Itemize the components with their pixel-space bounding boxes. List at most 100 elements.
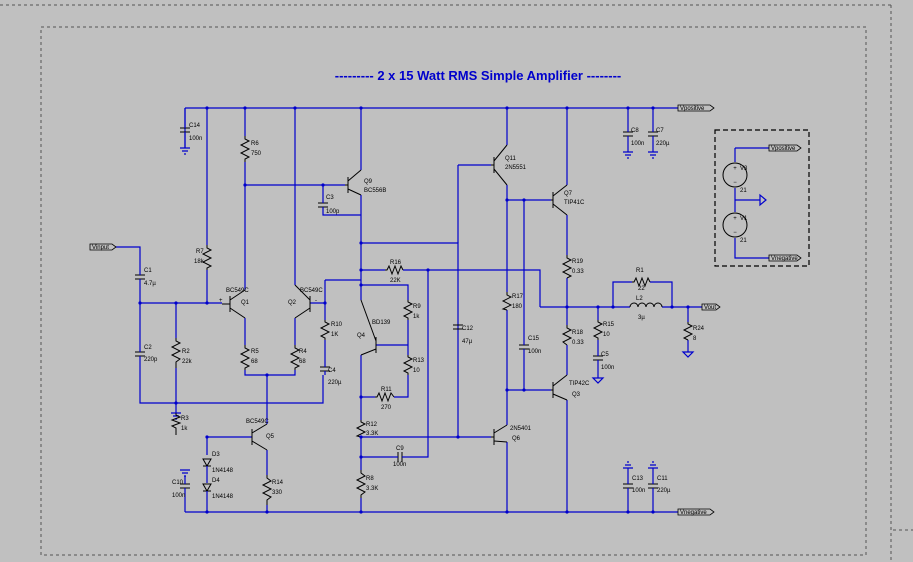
svg-text:220p: 220p (144, 357, 158, 363)
q6-symbol (491, 424, 508, 445)
svg-text:BD139: BD139 (372, 320, 391, 326)
svg-text:C7: C7 (656, 128, 664, 134)
svg-text:4.7µ: 4.7µ (144, 281, 156, 287)
r9-symbol (402, 300, 414, 320)
supply-vpositive-flag: Vpositive (771, 146, 796, 152)
svg-text:C2: C2 (144, 345, 152, 351)
svg-text:R24: R24 (693, 326, 705, 332)
vnegative-flag: Vnegative (680, 510, 707, 516)
r19-symbol (561, 255, 573, 279)
svg-text:3.3K: 3.3K (366, 486, 378, 492)
svg-text:R8: R8 (366, 476, 374, 482)
svg-text:C9: C9 (396, 446, 404, 452)
svg-text:180: 180 (512, 304, 523, 310)
svg-text:BC549C: BC549C (300, 288, 323, 294)
l2-symbol (629, 302, 663, 308)
svg-text:R3: R3 (181, 416, 189, 422)
svg-text:2N5551: 2N5551 (505, 165, 527, 171)
svg-text:Q3: Q3 (572, 392, 581, 398)
c9-symbol (393, 452, 410, 462)
r8-symbol (355, 470, 367, 498)
vpositive-flag: Vpositive (680, 106, 705, 112)
svg-text:1k: 1k (413, 314, 420, 320)
r5-symbol (239, 345, 251, 370)
svg-text:BC556B: BC556B (364, 188, 386, 194)
svg-text:R13: R13 (413, 358, 425, 364)
svg-text:−: − (733, 230, 737, 236)
q7-symbol (551, 184, 568, 216)
svg-text:C3: C3 (326, 195, 334, 201)
svg-text:2N5401: 2N5401 (510, 426, 532, 432)
svg-text:Q4: Q4 (357, 333, 366, 339)
svg-text:R11: R11 (381, 387, 392, 393)
svg-text:8: 8 (693, 336, 697, 342)
q2-symbol (294, 284, 311, 319)
r10-symbol (319, 320, 331, 340)
svg-text:D3: D3 (212, 452, 220, 458)
svg-text:R9: R9 (413, 304, 421, 310)
q3-symbol (551, 374, 568, 401)
svg-text:C4: C4 (328, 368, 336, 374)
r16-symbol (385, 264, 404, 276)
r13-symbol (402, 355, 414, 375)
v1-symbol: +− (722, 212, 748, 238)
svg-text:R6: R6 (251, 141, 259, 147)
svg-text:C14: C14 (189, 123, 201, 129)
svg-text:R14: R14 (272, 480, 284, 486)
c14-symbol (180, 108, 190, 148)
svg-text:R4: R4 (299, 349, 307, 355)
c10-symbol (180, 476, 190, 497)
r11-symbol (375, 391, 395, 403)
svg-text:100n: 100n (189, 136, 202, 142)
svg-text:R18: R18 (572, 330, 584, 336)
svg-text:+: + (219, 298, 223, 304)
c1-symbol (135, 262, 145, 292)
r7-symbol (201, 245, 213, 270)
svg-text:220µ: 220µ (656, 141, 670, 147)
svg-text:1N4148: 1N4148 (212, 468, 234, 474)
svg-text:68: 68 (251, 359, 258, 365)
svg-text:68: 68 (299, 359, 306, 365)
svg-text:Q2: Q2 (288, 300, 297, 306)
svg-text:V3: V3 (740, 166, 748, 172)
r12-symbol (355, 420, 367, 438)
r14-symbol (261, 475, 273, 505)
svg-text:100p: 100p (326, 209, 340, 215)
svg-text:100n: 100n (528, 349, 541, 355)
svg-text:220µ: 220µ (328, 380, 342, 386)
svg-text:0.33: 0.33 (572, 340, 584, 346)
svg-text:220µ: 220µ (657, 488, 671, 494)
wires (113, 107, 769, 513)
svg-text:Q5: Q5 (266, 434, 275, 440)
page-title: --------- 2 x 15 Watt RMS Simple Amplifi… (335, 68, 621, 83)
svg-text:100n: 100n (631, 141, 644, 147)
svg-text:TIP41C: TIP41C (564, 200, 585, 206)
q4-symbol (360, 299, 377, 356)
svg-text:C8: C8 (631, 128, 639, 134)
svg-text:C15: C15 (528, 336, 540, 342)
svg-text:−: − (733, 180, 737, 186)
svg-text:Q7: Q7 (564, 191, 573, 197)
c7-symbol (648, 128, 658, 140)
svg-text:R1: R1 (636, 268, 644, 274)
svg-text:1k: 1k (181, 426, 188, 432)
svg-text:C13: C13 (632, 476, 644, 482)
junction-dots (138, 106, 690, 514)
svg-text:1K: 1K (331, 332, 338, 338)
q1-symbol (222, 289, 246, 319)
svg-text:22k: 22k (182, 359, 193, 365)
svg-text:R2: R2 (182, 349, 190, 355)
svg-text:D4: D4 (212, 478, 220, 484)
c15-symbol (519, 340, 529, 358)
r1-symbol (632, 276, 651, 288)
svg-text:R5: R5 (251, 349, 259, 355)
supply-vnegative-flag: Vnegative (771, 256, 798, 262)
svg-text:C10: C10 (172, 480, 184, 486)
svg-text:21: 21 (740, 188, 747, 194)
svg-text:C1: C1 (144, 268, 152, 274)
component-labels: C14 100n C1 4.7µ C2 220p C3 100p C4 220µ C8 10… (144, 123, 748, 500)
svg-text:Q1: Q1 (241, 300, 250, 306)
svg-text:R19: R19 (572, 259, 584, 265)
svg-text:22K: 22K (390, 278, 401, 284)
